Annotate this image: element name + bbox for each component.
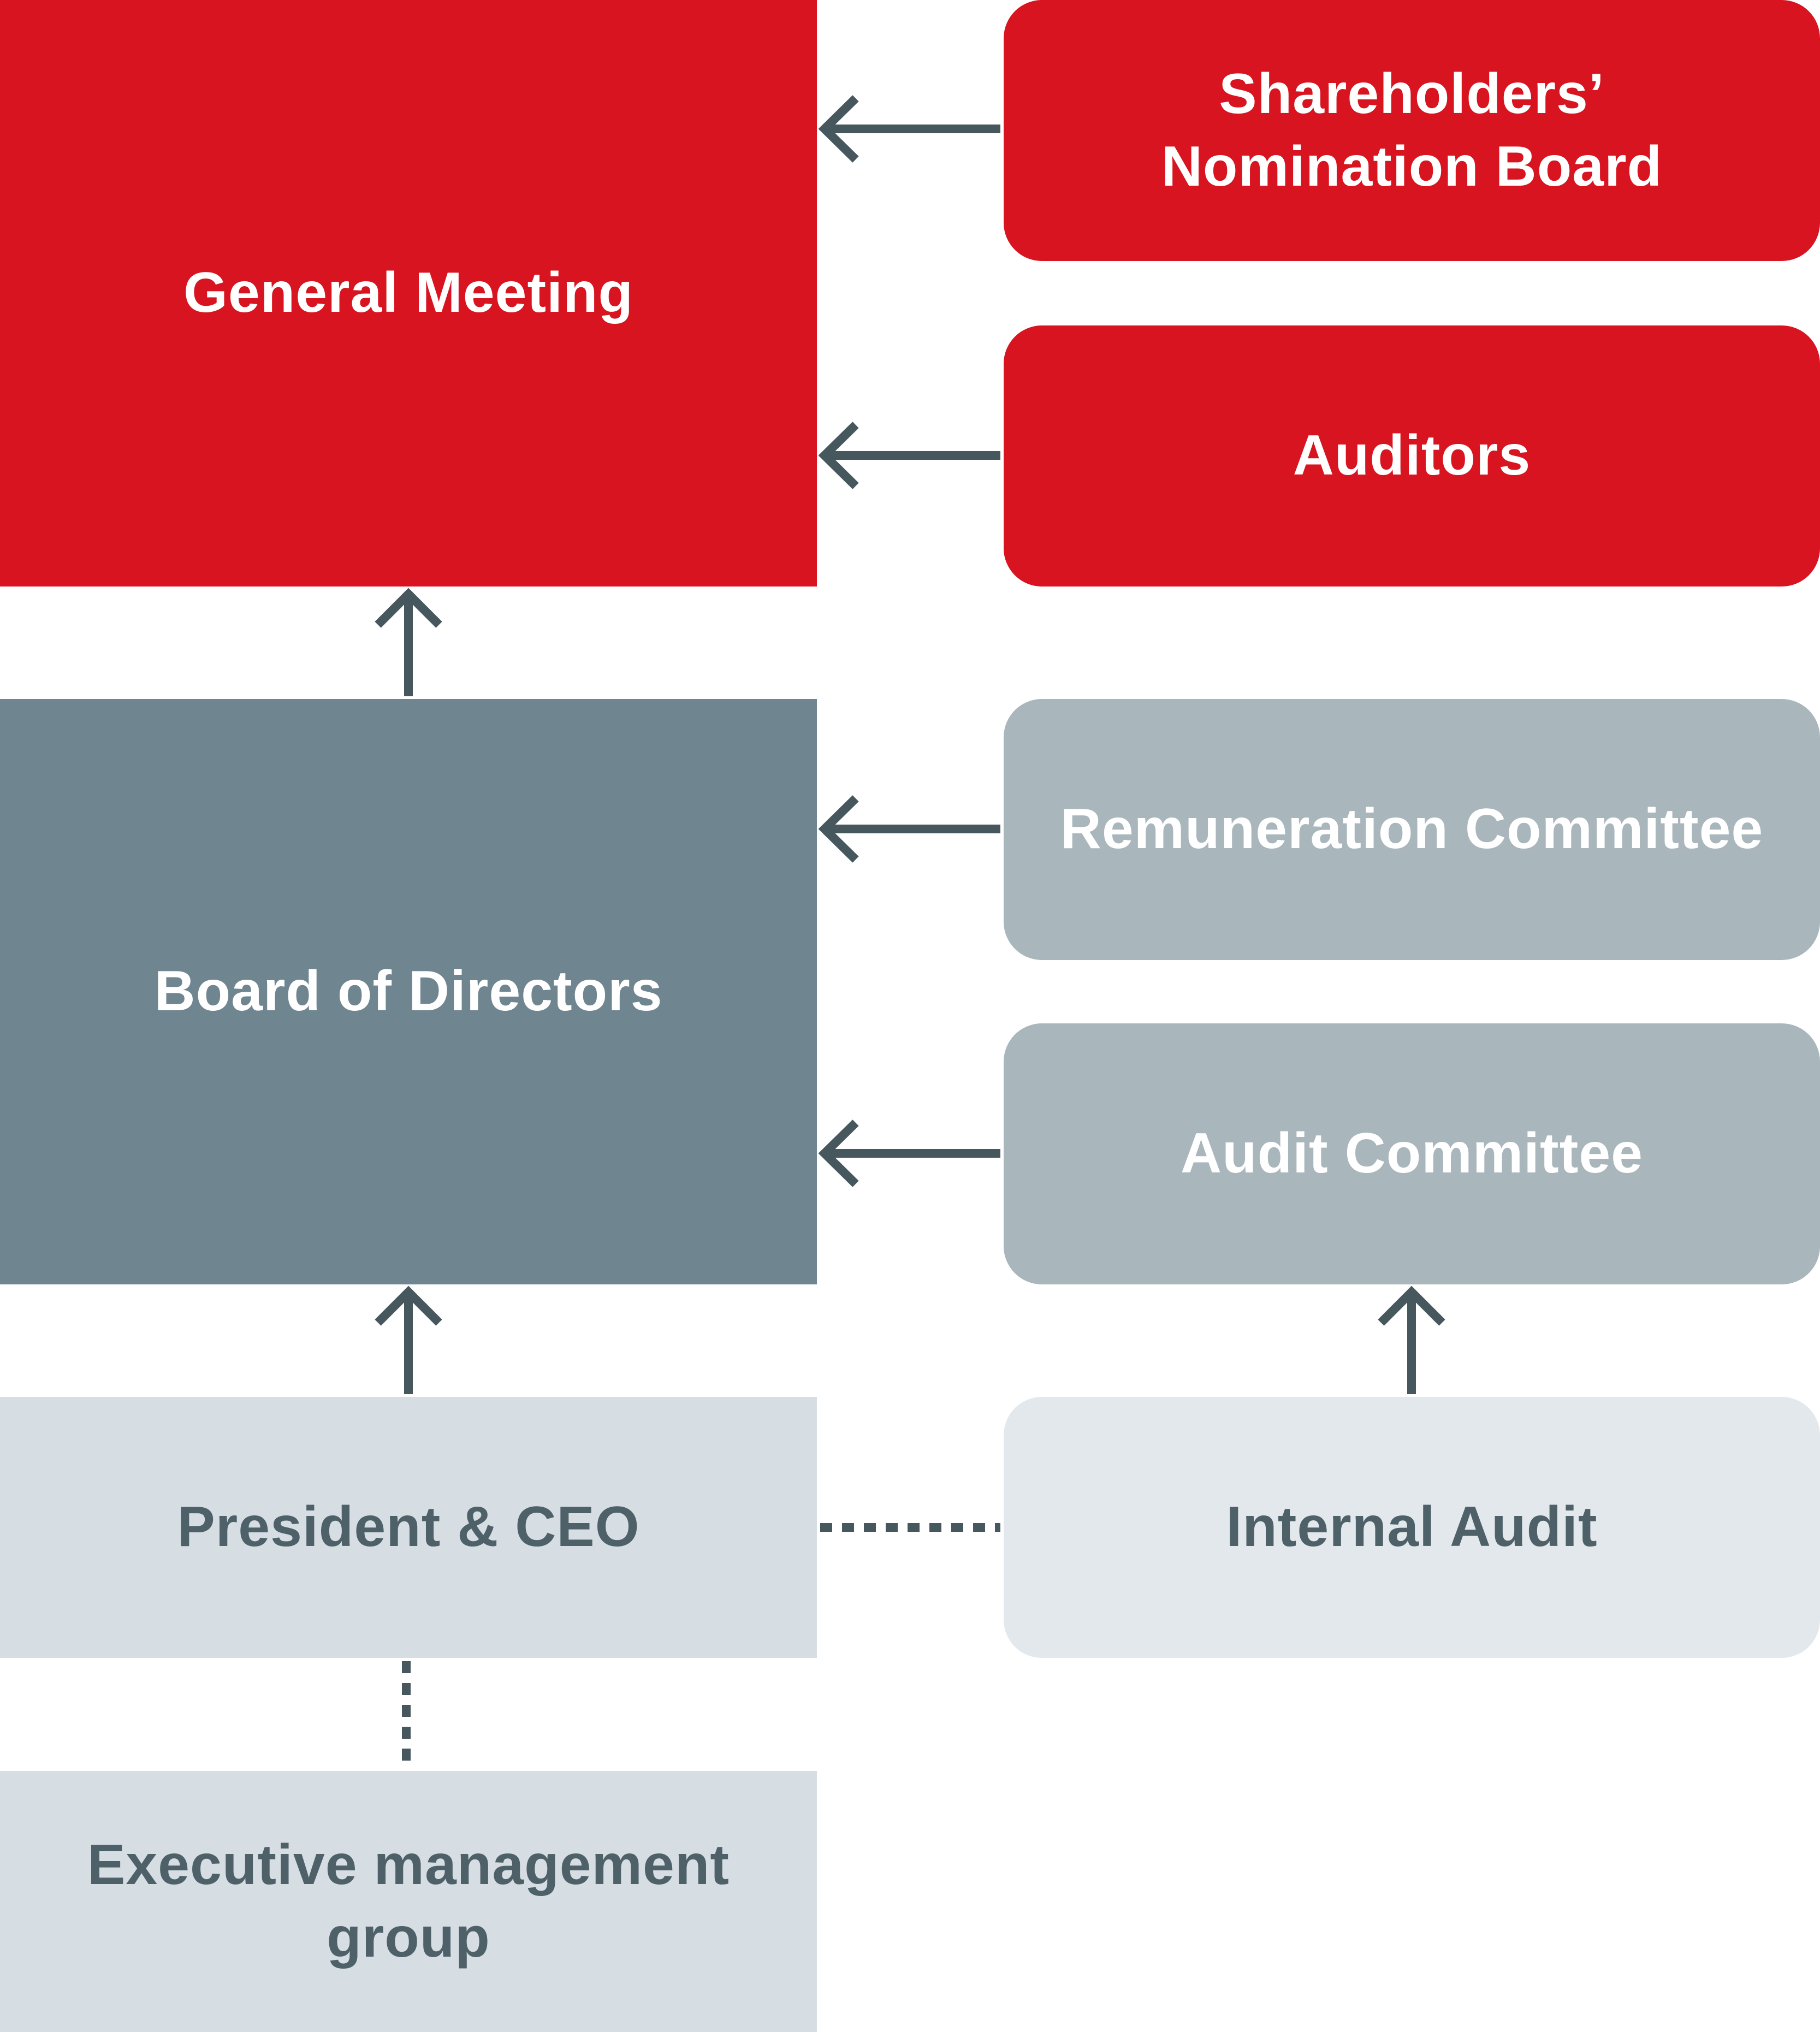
nomination-board-label: Shareholders’ Nomination Board bbox=[1161, 62, 1663, 198]
auditors-box: Auditors bbox=[1004, 325, 1820, 587]
auditors-label: Auditors bbox=[1293, 424, 1531, 488]
audit-committee-label: Audit Committee bbox=[1181, 1122, 1643, 1186]
arrow-ceo-to-board bbox=[375, 1285, 442, 1394]
remuneration-committee-label: Remuneration Committee bbox=[1060, 797, 1764, 861]
remuneration-committee-box: Remuneration Committee bbox=[1004, 699, 1820, 960]
nomination-board-box: Shareholders’ Nomination Board bbox=[1004, 0, 1820, 261]
arrow-remuneration-to-board bbox=[818, 795, 1000, 863]
executive-management-label: Executive management group bbox=[87, 1833, 730, 1969]
arrow-nomination-to-general-meeting bbox=[818, 95, 1000, 163]
board-of-directors-box: Board of Directors bbox=[0, 699, 817, 1284]
internal-audit-box: Internal Audit bbox=[1004, 1397, 1820, 1658]
general-meeting-box: General Meeting bbox=[0, 0, 817, 587]
general-meeting-label: General Meeting bbox=[183, 261, 634, 325]
arrow-audit-committee-to-board bbox=[818, 1119, 1000, 1187]
board-of-directors-label: Board of Directors bbox=[154, 959, 663, 1023]
arrow-internal-audit-to-audit-committee bbox=[1378, 1285, 1445, 1394]
audit-committee-box: Audit Committee bbox=[1004, 1023, 1820, 1284]
executive-management-box: Executive management group bbox=[0, 1771, 817, 2032]
arrow-board-to-general-meeting bbox=[375, 588, 442, 696]
president-ceo-box: President & CEO bbox=[0, 1397, 817, 1658]
president-ceo-label: President & CEO bbox=[177, 1495, 640, 1559]
internal-audit-label: Internal Audit bbox=[1226, 1495, 1598, 1559]
arrow-auditors-to-general-meeting bbox=[818, 422, 1000, 489]
